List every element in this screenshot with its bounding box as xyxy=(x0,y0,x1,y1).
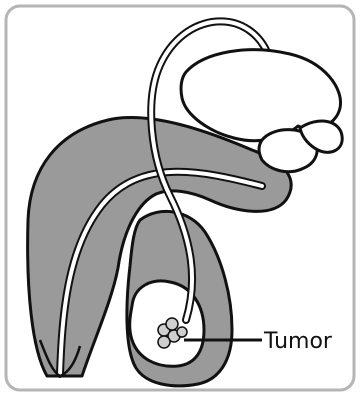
tumor-label: Tumor xyxy=(263,329,333,354)
